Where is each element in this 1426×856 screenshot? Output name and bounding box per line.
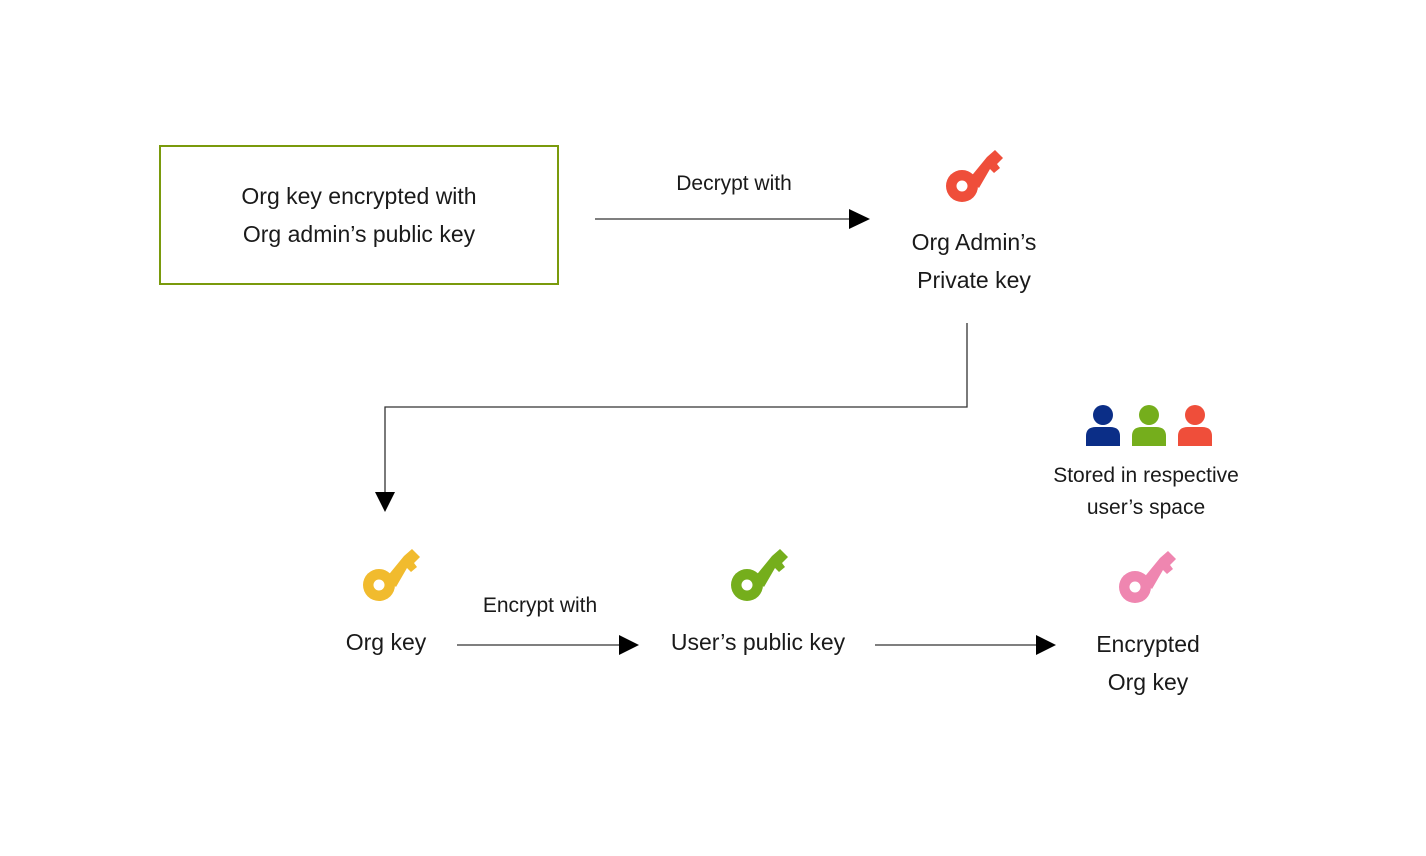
stored-label-line-1: Stored in respective	[1053, 464, 1239, 487]
admin-key-label-line-1: Org Admin’s	[911, 229, 1037, 255]
user-icon	[1178, 405, 1212, 446]
elbow-connector-line	[384, 323, 968, 492]
user-public-key-label: User’s public key	[670, 629, 846, 655]
org-key-shape	[363, 549, 420, 601]
store-arrowhead	[1036, 635, 1056, 655]
source-box: Org key encrypted with Org admin’s publi…	[159, 145, 559, 285]
encrypt-arrowhead	[619, 635, 639, 655]
elbow-arrowhead	[375, 492, 395, 512]
key-icon	[731, 549, 788, 601]
encrypted-key-label-line-2: Org key	[1107, 669, 1189, 695]
key-icon	[946, 150, 1003, 202]
users-group	[1086, 405, 1212, 446]
encrypt-with-label: Encrypt with	[482, 594, 598, 617]
admin-key-shape	[946, 150, 1003, 202]
encrypted-key-label-line-1: Encrypted	[1096, 631, 1200, 657]
org-key-label: Org key	[345, 629, 427, 655]
decrypt-with-label: Decrypt with	[676, 172, 792, 195]
encrypted-key-shape	[1119, 551, 1176, 603]
stored-label-line-2: user’s space	[1086, 496, 1206, 519]
user-key-shape	[731, 549, 788, 601]
source-box-line-1: Org key encrypted with	[241, 183, 477, 209]
admin-key-label-line-2: Private key	[917, 267, 1031, 293]
key-icon	[1119, 551, 1176, 603]
user-icon	[1086, 405, 1120, 446]
source-box-line-2: Org admin’s public key	[242, 221, 476, 247]
user-icon	[1132, 405, 1166, 446]
key-icon	[363, 549, 420, 601]
decrypt-arrowhead	[849, 209, 870, 229]
